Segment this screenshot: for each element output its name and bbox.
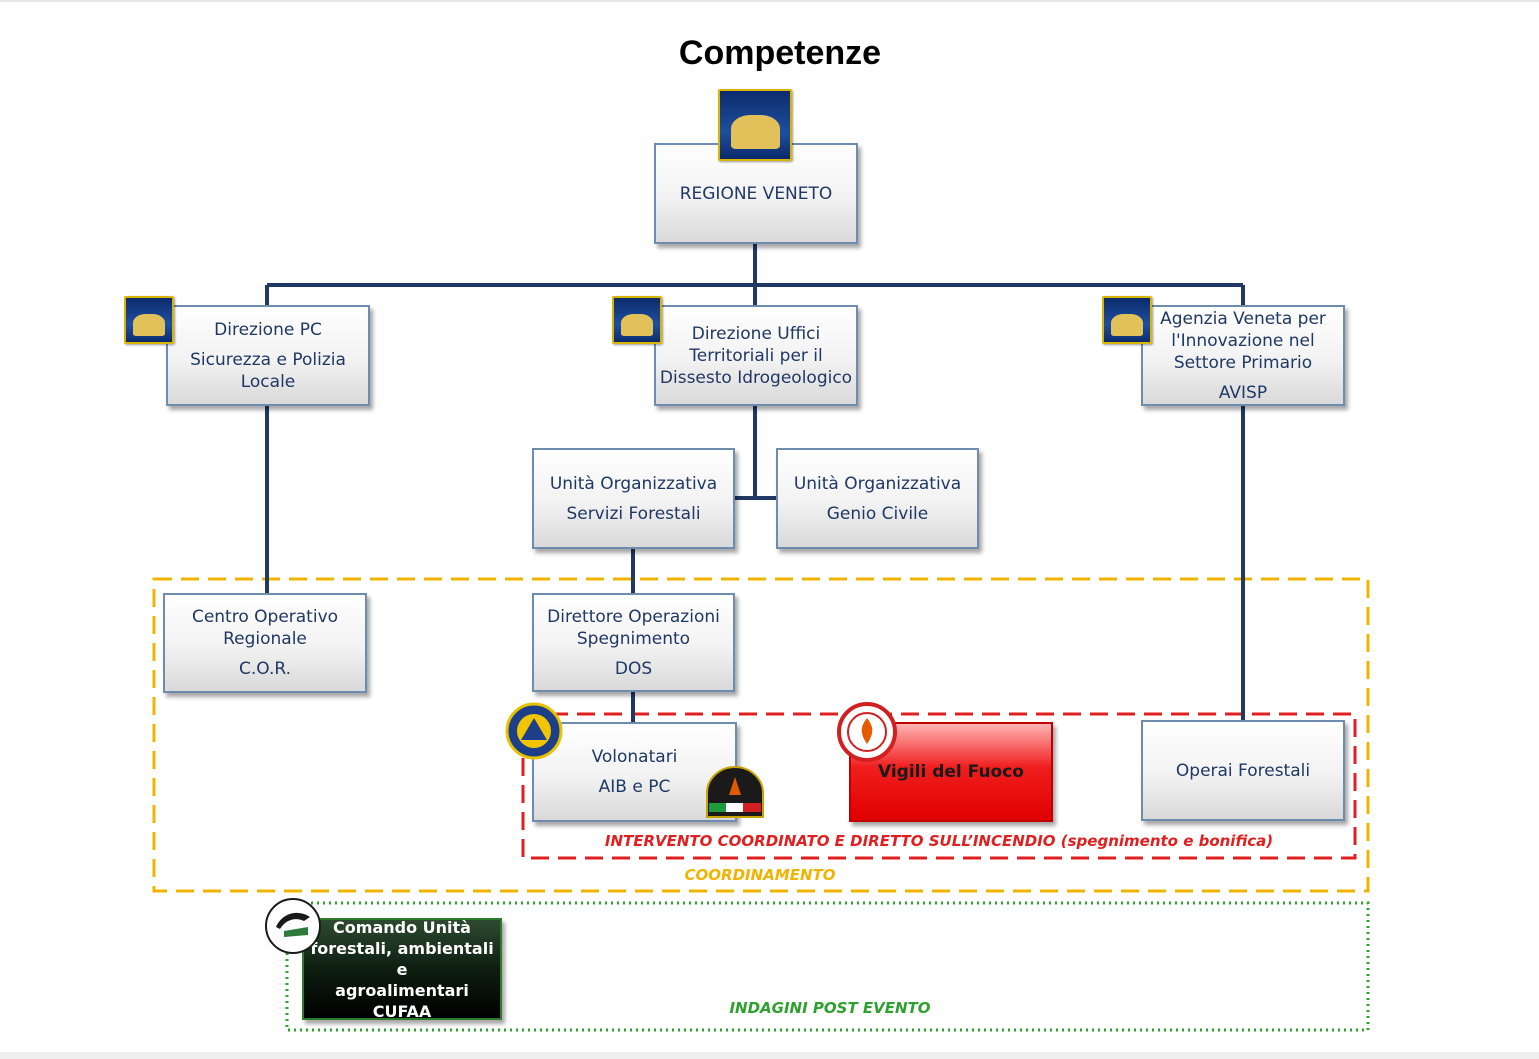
- indagini-zone-label: INDAGINI POST EVENTO: [729, 999, 931, 1017]
- node-volontari: Volonatari AIB e PC: [532, 722, 737, 822]
- aib-logo: [706, 766, 764, 818]
- node-dos-line2: Spegnimento: [576, 628, 691, 649]
- node-direzione-uffici-line1: Direzione Uffici: [691, 323, 821, 344]
- top-border: [0, 0, 1539, 2]
- node-dos-line3: DOS: [614, 658, 653, 679]
- node-direzione-pc: Direzione PC Sicurezza e Polizia Locale: [166, 305, 370, 406]
- node-volontari-line2: AIB e PC: [598, 777, 671, 797]
- node-avisp-line3: Settore Primario: [1173, 352, 1313, 373]
- veneto-lion-emblem: [124, 296, 174, 344]
- intervento-zone-label: INTERVENTO COORDINATO E DIRETTO SULL’INC…: [604, 832, 1274, 850]
- vigili-del-fuoco-logo: [837, 702, 897, 762]
- node-cufaa-line4: CUFAA: [372, 1001, 432, 1021]
- node-direzione-pc-line2: Sicurezza e Polizia: [190, 349, 346, 370]
- veneto-lion-emblem: [718, 89, 792, 161]
- node-uo-genio-line2: Genio Civile: [826, 503, 929, 524]
- coordinamento-zone-label: COORDINAMENTO: [684, 866, 836, 884]
- node-volontari-line1: Volonatari: [591, 747, 678, 767]
- node-operai-forestali: Operai Forestali: [1141, 720, 1345, 821]
- indagini-zone-frame: [285, 901, 1370, 1032]
- node-cor-line1: Centro Operativo: [191, 607, 339, 627]
- bottom-border: [0, 1052, 1539, 1059]
- node-regione-veneto: REGIONE VENETO: [654, 143, 858, 244]
- node-cufaa: Comando Unità forestali, ambientali e ag…: [302, 917, 502, 1021]
- node-dos: Direttore Operazioni Spegnimento DOS: [532, 593, 735, 692]
- node-direzione-pc-line3: Locale: [240, 371, 296, 392]
- node-avisp-line4: AVISP: [1218, 382, 1268, 403]
- node-uo-genio-civile: Unità Organizzativa Genio Civile: [776, 448, 979, 549]
- node-cufaa-line3: agroalimentari: [335, 980, 469, 1000]
- page-title: Competenze: [678, 34, 882, 72]
- node-vigili-label: Vigili del Fuoco: [877, 762, 1024, 782]
- node-dos-line1: Direttore Operazioni: [547, 606, 720, 627]
- carabinieri-forestali-logo: [265, 898, 321, 954]
- node-regione-veneto-label: REGIONE VENETO: [679, 183, 833, 204]
- node-uo-forestali-line1: Unità Organizzativa: [549, 473, 718, 494]
- coordinamento-zone-frame: [152, 577, 1370, 893]
- protezione-civile-logo: [505, 702, 563, 760]
- node-cufaa-line2: forestali, ambientali e: [310, 938, 494, 979]
- node-avisp: Agenzia Veneta per l'Innovazione nel Set…: [1141, 305, 1345, 406]
- node-avisp-line1: Agenzia Veneta per: [1160, 308, 1326, 329]
- node-avisp-line2: l'Innovazione nel: [1171, 330, 1315, 351]
- veneto-lion-emblem: [612, 296, 662, 344]
- node-uo-genio-line1: Unità Organizzativa: [793, 473, 962, 494]
- node-uo-servizi-forestali: Unità Organizzativa Servizi Forestali: [532, 448, 735, 549]
- node-uo-forestali-line2: Servizi Forestali: [566, 503, 701, 524]
- node-cufaa-line1: Comando Unità: [333, 917, 471, 937]
- org-connectors: [265, 243, 1245, 722]
- node-direzione-uffici-line3: Dissesto Idrogeologico: [659, 367, 853, 388]
- intervento-zone-frame: [521, 712, 1357, 860]
- node-cor: Centro Operativo Regionale C.O.R.: [163, 593, 367, 693]
- node-direzione-uffici: Direzione Uffici Territoriali per il Dis…: [654, 305, 858, 406]
- node-direzione-pc-line1: Direzione PC: [214, 319, 322, 340]
- veneto-lion-emblem: [1102, 296, 1152, 344]
- node-cor-line2: Regionale: [223, 629, 307, 649]
- node-operai-label: Operai Forestali: [1175, 760, 1311, 781]
- node-direzione-uffici-line2: Territoriali per il: [689, 345, 823, 366]
- node-cor-line3: C.O.R.: [239, 659, 291, 679]
